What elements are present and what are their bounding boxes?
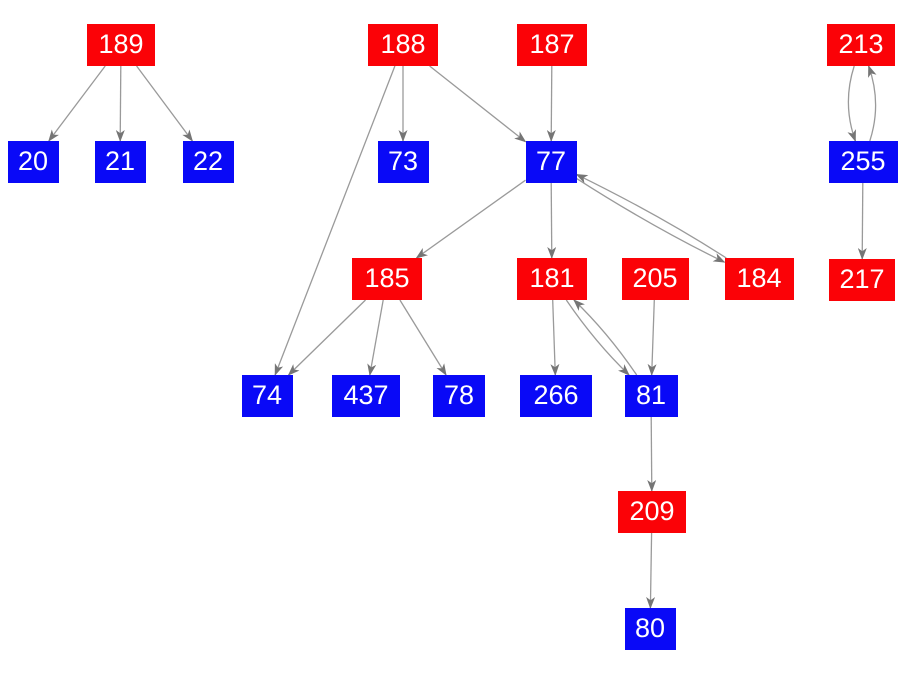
node-205[interactable]: 205 [621, 258, 689, 300]
node-label: 205 [632, 262, 678, 293]
edge-185-74 [287, 299, 366, 376]
node-label: 78 [443, 379, 475, 410]
node-label: 21 [104, 145, 136, 176]
node-label: 187 [529, 28, 575, 59]
node-label: 437 [343, 379, 389, 410]
node-213[interactable]: 213 [827, 24, 895, 66]
edge-188-77 [429, 65, 527, 143]
node-label: 181 [529, 262, 575, 293]
node-189[interactable]: 189 [87, 24, 155, 66]
node-label: 20 [17, 145, 49, 176]
edge-77-184 [576, 177, 726, 263]
edge-181-81 [565, 299, 630, 376]
edge-185-78 [399, 299, 447, 376]
edge-81-209 [647, 416, 657, 492]
edge-77-185 [415, 179, 526, 259]
node-20[interactable]: 20 [7, 141, 59, 183]
node-label: 188 [380, 28, 426, 59]
node-label: 80 [634, 612, 666, 643]
edge-189-22 [136, 65, 193, 142]
edge-77-181 [547, 182, 557, 259]
node-label: 217 [839, 263, 885, 294]
edge-189-20 [48, 65, 106, 142]
node-77[interactable]: 77 [525, 141, 577, 183]
node-label: 255 [840, 145, 886, 176]
node-78[interactable]: 78 [433, 375, 485, 417]
node-255[interactable]: 255 [828, 141, 898, 183]
edge-81-181 [573, 299, 638, 376]
node-label: 209 [629, 495, 675, 526]
edge-184-77 [575, 173, 727, 259]
node-81[interactable]: 81 [624, 375, 678, 417]
edge-189-21 [115, 65, 125, 142]
node-184[interactable]: 184 [724, 258, 794, 300]
node-label: 77 [535, 145, 567, 176]
node-80[interactable]: 80 [624, 608, 676, 650]
node-188[interactable]: 188 [368, 24, 438, 66]
edge-213-255 [847, 65, 857, 142]
node-label: 74 [251, 379, 283, 410]
node-437[interactable]: 437 [332, 375, 400, 417]
edge-255-213 [867, 65, 877, 142]
node-label: 73 [387, 145, 419, 176]
node-217[interactable]: 217 [829, 259, 895, 301]
edge-209-80 [646, 532, 656, 609]
node-266[interactable]: 266 [520, 375, 592, 417]
node-label: 22 [192, 145, 224, 176]
edge-187-77 [546, 65, 556, 142]
node-21[interactable]: 21 [94, 141, 146, 183]
node-73[interactable]: 73 [377, 141, 429, 183]
node-74[interactable]: 74 [241, 375, 293, 417]
node-181[interactable]: 181 [517, 258, 587, 300]
edge-181-266 [550, 299, 560, 376]
edge-255-217 [857, 182, 867, 260]
node-label: 184 [736, 262, 782, 293]
node-185[interactable]: 185 [352, 258, 422, 300]
node-label: 266 [533, 379, 579, 410]
edge-188-74 [274, 65, 396, 376]
node-209[interactable]: 209 [618, 491, 686, 533]
node-label: 189 [98, 28, 144, 59]
edge-205-81 [647, 299, 657, 376]
node-22[interactable]: 22 [182, 141, 234, 183]
node-label: 81 [635, 379, 667, 410]
node-label: 213 [838, 28, 884, 59]
edge-185-437 [367, 299, 384, 376]
node-187[interactable]: 187 [517, 24, 587, 66]
edges-group [48, 65, 877, 609]
node-label: 185 [364, 262, 410, 293]
